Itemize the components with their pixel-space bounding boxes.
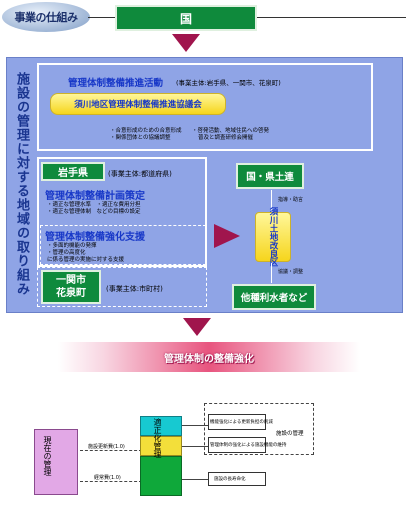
renewal-dashed-line [80, 450, 142, 451]
promotion-heading-note: (事業主体:岩手県、一関市、花泉町) [176, 79, 281, 87]
plan-heading: 管理体制整備計画策定 [45, 191, 145, 202]
support-item: に係る管理の実施に対する支援 [47, 257, 125, 263]
promotion-bullet: ・合意形成のための合意形成 [110, 128, 182, 134]
top-nation-box: 国 [115, 5, 257, 31]
other-users-box: 他種利水者など [232, 284, 316, 310]
connector-1 [182, 425, 208, 426]
iwate-frame [37, 157, 207, 267]
stack-top-block [140, 416, 182, 436]
down-arrow-top [172, 34, 200, 52]
right-arrow [214, 224, 240, 248]
bracket-note: 施設の管理 [276, 431, 304, 437]
connector-2 [182, 446, 208, 447]
city-name-2: 花泉町 [56, 288, 86, 299]
city-name-1: 一関市 [56, 275, 86, 286]
iwate-note: (事業主体:都道府県) [108, 170, 172, 178]
support-item: ・多面的機能の発揮 [47, 243, 97, 249]
regular-dashed-line [80, 481, 142, 482]
note-box-1 [208, 414, 266, 430]
support-item: ・管理の高度化 [47, 250, 86, 256]
stack-bottom-block [140, 456, 182, 496]
stack-text: 適正化管理 [151, 418, 163, 458]
district-box: 須川土地改良区 [255, 207, 291, 267]
connector-3 [182, 479, 208, 480]
promotion-bullet: 普及と調査研修会開催 [198, 135, 254, 141]
plan-item: ・適正な管理体制 などの目標の設定 [47, 209, 141, 215]
promotion-bullet: ・関係団体との協議調整 [110, 135, 171, 141]
note-text-2: 管理体制の強化による施設機能の維持 [210, 443, 287, 448]
note-text-1: 機能強化による更新負担の削減 [210, 420, 273, 425]
nation-pref-box: 国・県土連 [236, 163, 304, 189]
stack-mid-text: 正化 [153, 426, 162, 442]
support-heading: 管理体制整備強化支援 [45, 232, 145, 243]
section-badge: 事業の仕組み [2, 2, 90, 32]
coordination-label: 協議・調整 [278, 269, 304, 275]
council-pill: 須川地区管理体制整備推進協議会 [50, 93, 226, 115]
current-management-label: 現在の管理 [43, 436, 52, 476]
bracket-frame [204, 403, 314, 455]
promotion-frame [37, 63, 373, 151]
stack-mid-block [140, 436, 182, 456]
city-box: 一関市 花泉町 [41, 270, 101, 304]
stack-bottom-text: 管理 [153, 442, 162, 458]
current-management-box [34, 429, 78, 495]
result-band-text: 管理体制の整備強化 [164, 353, 254, 365]
support-dashed-frame [40, 225, 206, 265]
plan-item: ・適正な管理水準 ・適正な費用分担 [47, 202, 141, 208]
promotion-bullet: ・啓発活動、地域住民への啓発 [192, 128, 270, 134]
promotion-heading: 管理体制整備推進活動 [68, 78, 164, 89]
note-box-2 [208, 437, 266, 453]
guidance-label: 指導・助言 [278, 197, 304, 203]
city-frame [37, 267, 207, 307]
renewal-cost-label: 施設更新費(1.0) [88, 444, 125, 450]
iwate-box: 岩手県 [41, 162, 105, 181]
city-note: (事業主体:市町村) [106, 285, 163, 293]
regular-cost-label: 経常費(1.0) [94, 475, 121, 481]
coordination-arrow [271, 263, 272, 283]
note-text-3: 施設の長寿命化 [214, 477, 246, 482]
panel-side-title: 施設の管理に対する地域の取り組み [14, 72, 29, 296]
down-arrow-result [183, 318, 211, 336]
note-box-3 [208, 472, 266, 486]
stack-top-text: 適 [153, 418, 162, 426]
result-band: 管理体制の整備強化 [58, 342, 360, 372]
guidance-arrow [271, 190, 272, 212]
